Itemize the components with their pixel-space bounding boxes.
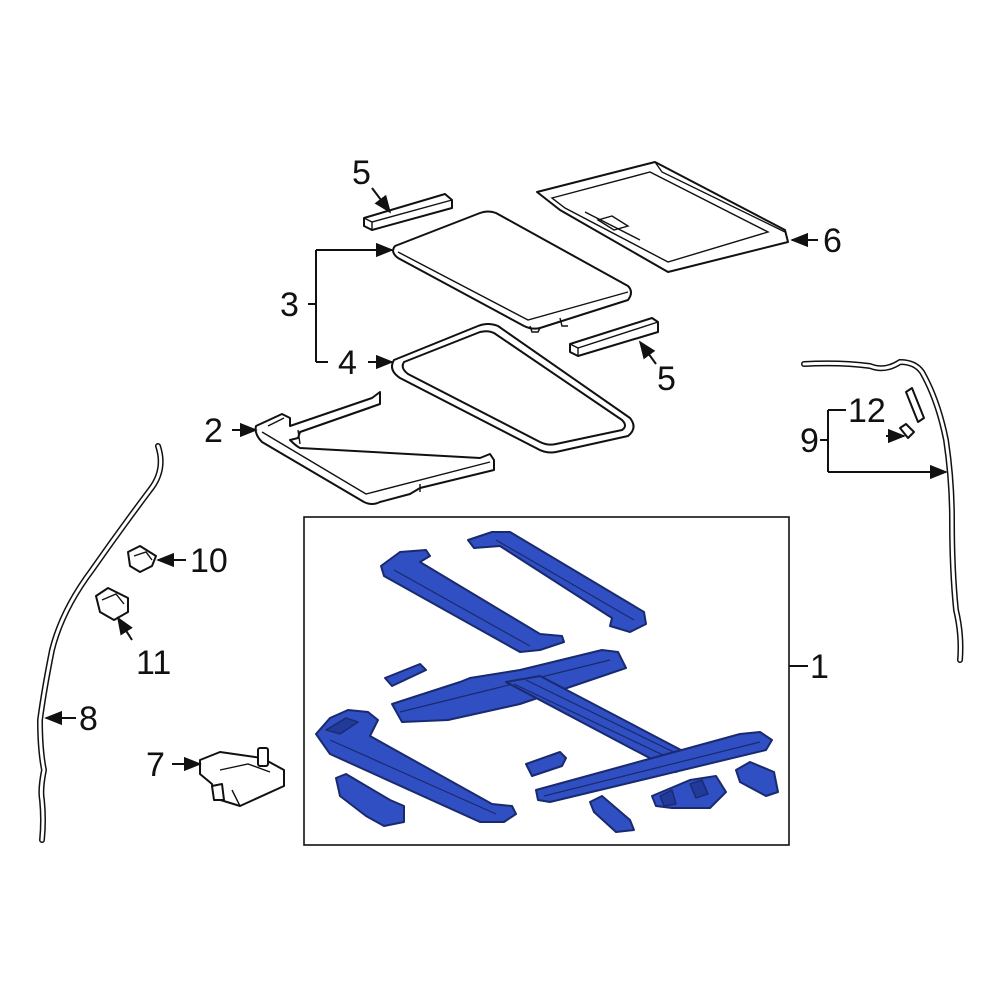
clip-11-part[interactable] xyxy=(95,587,129,621)
deflector-strip-upper-part[interactable] xyxy=(363,193,453,231)
front-drain-hose-part[interactable] xyxy=(36,443,164,843)
callout-8: 8 xyxy=(79,700,98,738)
callout-10: 10 xyxy=(190,542,228,580)
callout-3: 3 xyxy=(280,286,299,324)
leader-lines xyxy=(44,187,948,772)
callout-labels: 1 2 3 4 5 5 6 7 8 9 10 11 12 xyxy=(79,154,886,784)
rear-drain-hose-part[interactable] xyxy=(801,358,964,663)
glass-panel-part[interactable] xyxy=(392,210,632,333)
sunroof-frame-part[interactable] xyxy=(254,391,495,505)
sunroof-motor-part[interactable] xyxy=(199,747,285,807)
callout-7: 7 xyxy=(146,746,165,784)
callout-1: 1 xyxy=(810,648,829,686)
callout-12: 12 xyxy=(848,392,886,430)
callout-5-lower: 5 xyxy=(657,360,676,398)
glass-weatherstrip-part[interactable] xyxy=(391,323,635,454)
callout-2: 2 xyxy=(204,412,223,450)
clip-10-part[interactable] xyxy=(127,545,157,573)
hose-clip-part[interactable] xyxy=(899,387,925,439)
deflector-strip-lower-part[interactable] xyxy=(569,317,659,357)
callout-4: 4 xyxy=(338,344,357,382)
sunroof-housing-assembly-part[interactable] xyxy=(315,531,779,833)
callout-5-upper: 5 xyxy=(352,154,371,192)
sunshade-panel-part[interactable] xyxy=(536,161,789,273)
callout-9: 9 xyxy=(800,422,819,460)
callout-11: 11 xyxy=(136,644,171,682)
callout-6: 6 xyxy=(823,222,842,260)
